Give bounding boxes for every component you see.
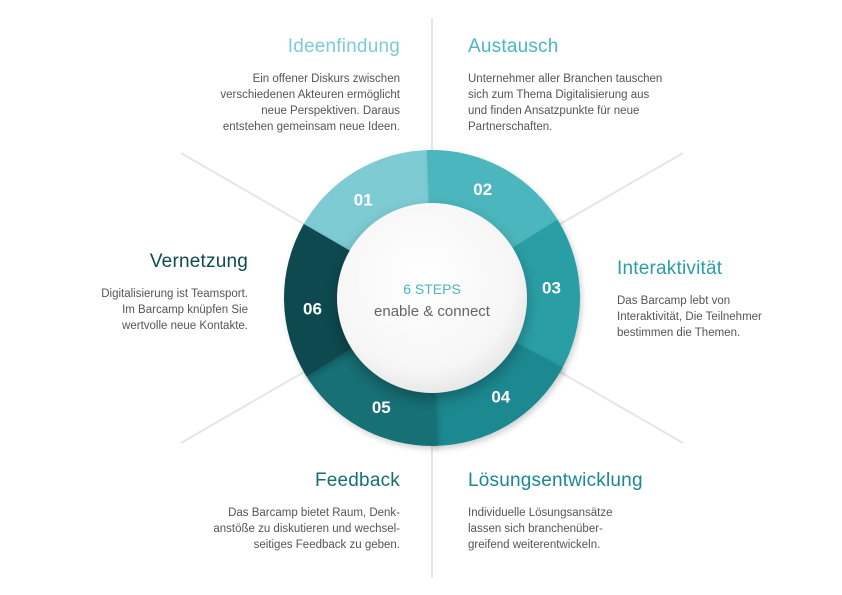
step-05-line: Das Barcamp bietet Raum, Denk- [228, 507, 400, 519]
step-01-text: Ein offener Diskurs zwischen verschieden… [160, 71, 400, 135]
step-01-line: entstehen gemeinsam neue Ideen. [222, 121, 400, 133]
step-segment-03 [510, 219, 581, 372]
step-04-line: greifend weiterentwickeln. [468, 539, 601, 551]
step-number-01: 01 [354, 191, 373, 210]
step-segment-04 [432, 341, 563, 446]
step-01-block: Ideenfindung Ein offener Diskurs zwische… [160, 36, 400, 135]
step-number-02: 02 [473, 180, 492, 199]
center-circle [337, 203, 527, 393]
step-segment-02 [426, 150, 561, 252]
step-05-title: Feedback [314, 470, 400, 491]
step-02-block: Austausch Unternehmer aller Branchen tau… [468, 36, 718, 135]
step-01-line: Ein offener Diskurs zwischen [252, 73, 400, 85]
step-03-line: Interaktivität, Die Teilnehmer [617, 311, 762, 323]
step-06-line: Im Barcamp knüpfen Sie [122, 304, 248, 316]
step-05-line: seitiges Feedback zu geben. [253, 539, 400, 551]
step-03-line: Das Barcamp lebt von [617, 295, 731, 307]
step-segment-01 [301, 149, 432, 255]
center-subtitle: enable & connect [374, 303, 491, 320]
step-03-title: Interaktivität [617, 258, 723, 279]
step-number-04: 04 [491, 387, 510, 406]
step-04-line: lassen sich branchenüber- [468, 523, 603, 535]
step-number-03: 03 [542, 279, 561, 298]
step-02-title: Austausch [468, 36, 559, 57]
step-02-line: und finden Ansatzpunkte für neue [468, 105, 640, 117]
step-01-title: Ideenfindung [287, 36, 400, 57]
step-05-text: Das Barcamp bietet Raum, Denk- anstöße z… [150, 505, 400, 553]
center-title: 6 STEPS [403, 281, 461, 297]
step-02-line: sich zum Thema Digitalisierung aus [468, 89, 650, 101]
step-01-line: verschiedenen Akteuren ermöglicht [220, 89, 400, 101]
step-03-line: bestimmen die Themen. [617, 327, 741, 339]
step-05-block: Feedback Das Barcamp bietet Raum, Denk- … [150, 470, 400, 553]
step-02-line: Partnerschaften. [468, 121, 553, 133]
step-segment-05 [303, 344, 438, 446]
step-segments: 01 02 03 04 05 06 [283, 149, 581, 446]
step-06-line: Digitalisierung ist Teamsport. [101, 288, 248, 300]
step-segment-06 [283, 224, 354, 377]
step-04-title: Lösungsentwicklung [468, 470, 643, 491]
step-06-block: Vernetzung Digitalisierung ist Teamsport… [40, 251, 248, 334]
step-03-text: Das Barcamp lebt von Interaktivität, Die… [617, 293, 827, 341]
step-number-06: 06 [303, 300, 322, 319]
step-06-title: Vernetzung [149, 251, 248, 272]
step-02-text: Unternehmer aller Branchen tauschen sich… [468, 71, 718, 135]
step-number-05: 05 [372, 398, 391, 417]
step-02-line: Unternehmer aller Branchen tauschen [468, 73, 663, 85]
step-04-line: Individuelle Lösungsansätze [468, 507, 613, 519]
step-06-text: Digitalisierung ist Teamsport. Im Barcam… [40, 286, 248, 334]
step-04-text: Individuelle Lösungsansätze lassen sich … [468, 505, 718, 553]
step-04-block: Lösungsentwicklung Individuelle Lösungsa… [468, 470, 718, 553]
step-03-block: Interaktivität Das Barcamp lebt von Inte… [617, 258, 827, 341]
step-06-line: wertvolle neue Kontakte. [122, 320, 248, 332]
step-01-line: neue Perspektiven. Daraus [261, 105, 400, 117]
step-05-line: anstöße zu diskutieren und wechsel- [213, 523, 400, 535]
